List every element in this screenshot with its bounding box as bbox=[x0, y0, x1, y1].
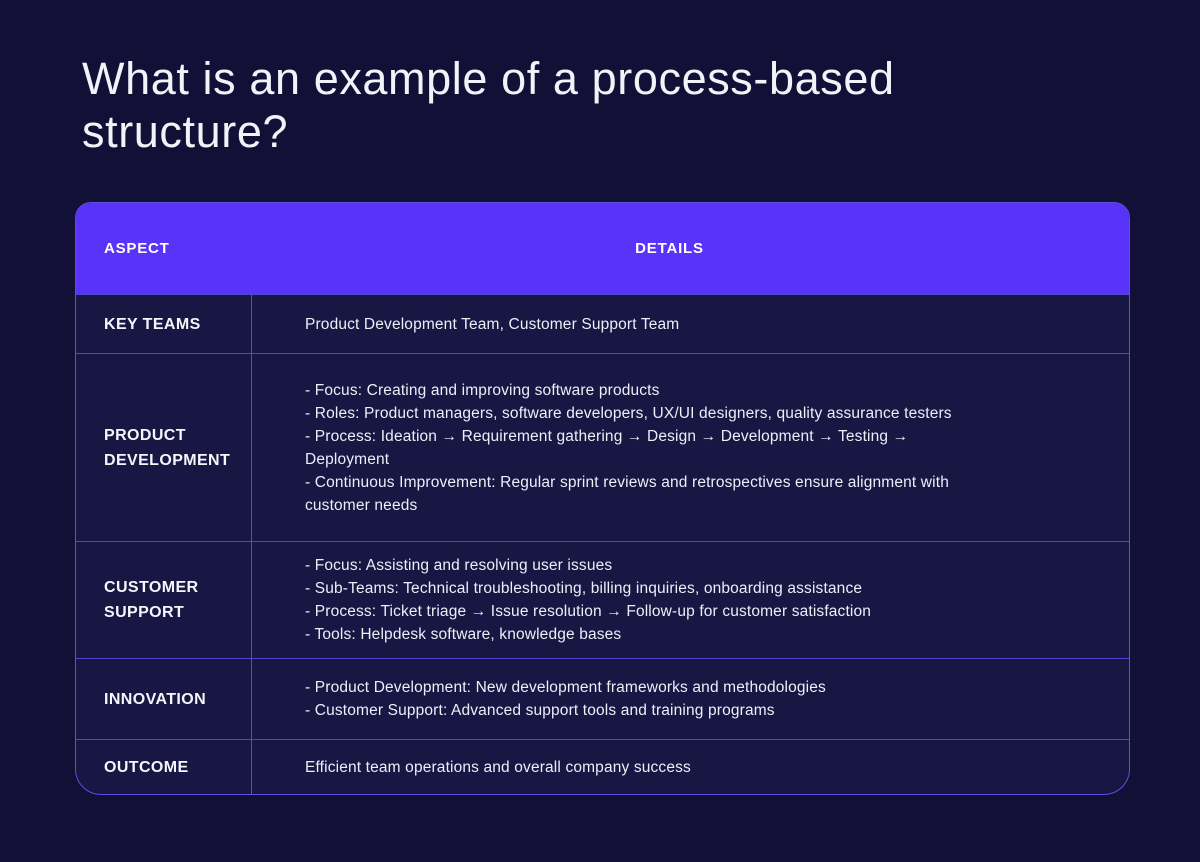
details-content: - Focus: Assisting and resolving user is… bbox=[305, 554, 871, 646]
detail-line: - Focus: Assisting and resolving user is… bbox=[305, 557, 613, 574]
detail-line: - Process: Ticket triage → Issue resolut… bbox=[305, 603, 872, 620]
aspect-cell: KEY TEAMS bbox=[76, 295, 252, 353]
page-title: What is an example of a process-based st… bbox=[82, 53, 895, 157]
aspect-cell: OUTCOME bbox=[76, 740, 252, 794]
details-cell: - Focus: Creating and improving software… bbox=[252, 354, 1129, 541]
header-aspect: ASPECT bbox=[104, 240, 170, 257]
aspect-cell: CUSTOMER SUPPORT bbox=[76, 542, 252, 658]
table-header: ASPECT DETAILS bbox=[76, 203, 1129, 294]
detail-line: - Tools: Helpdesk software, knowledge ba… bbox=[305, 626, 622, 643]
details-content: Product Development Team, Customer Suppo… bbox=[305, 313, 679, 336]
comparison-table: ASPECT DETAILS KEY TEAMS Product Develop… bbox=[75, 202, 1130, 795]
aspect-cell: INNOVATION bbox=[76, 659, 252, 739]
detail-line: - Process: Ideation → Requirement gather… bbox=[305, 427, 909, 468]
details-cell: Efficient team operations and overall co… bbox=[252, 740, 1129, 794]
table-body: KEY TEAMS Product Development Team, Cust… bbox=[76, 294, 1129, 794]
aspect-label: INNOVATION bbox=[104, 690, 207, 708]
details-cell: - Product Development: New development f… bbox=[252, 659, 1129, 739]
aspect-label: PRODUCT DEVELOPMENT bbox=[104, 426, 231, 469]
details-content: - Focus: Creating and improving software… bbox=[305, 379, 989, 517]
table-row: OUTCOME Efficient team operations and ov… bbox=[76, 739, 1129, 794]
detail-line: - Customer Support: Advanced support too… bbox=[305, 702, 775, 719]
detail-line: - Focus: Creating and improving software… bbox=[305, 381, 660, 399]
detail-line: - Sub-Teams: Technical troubleshooting, … bbox=[305, 580, 863, 597]
table-row: PRODUCT DEVELOPMENT - Focus: Creating an… bbox=[76, 353, 1129, 541]
detail-line: - Continuous Improvement: Regular sprint… bbox=[305, 473, 949, 514]
detail-line: Product Development Team, Customer Suppo… bbox=[305, 315, 680, 333]
details-content: - Product Development: New development f… bbox=[305, 676, 826, 722]
detail-line: - Product Development: New development f… bbox=[305, 679, 826, 696]
aspect-label: CUSTOMER SUPPORT bbox=[104, 579, 199, 621]
details-cell: - Focus: Assisting and resolving user is… bbox=[252, 542, 1129, 658]
detail-line: - Roles: Product managers, software deve… bbox=[305, 404, 952, 422]
details-content: Efficient team operations and overall co… bbox=[305, 756, 691, 779]
details-cell: Product Development Team, Customer Suppo… bbox=[252, 295, 1129, 353]
table-row: CUSTOMER SUPPORT - Focus: Assisting and … bbox=[76, 541, 1129, 658]
detail-line: Efficient team operations and overall co… bbox=[305, 758, 691, 776]
aspect-cell: PRODUCT DEVELOPMENT bbox=[76, 354, 252, 541]
aspect-label: OUTCOME bbox=[104, 758, 189, 776]
aspect-label: KEY TEAMS bbox=[104, 315, 201, 333]
table-row: INNOVATION - Product Development: New de… bbox=[76, 658, 1129, 739]
table-row: KEY TEAMS Product Development Team, Cust… bbox=[76, 294, 1129, 353]
header-details: DETAILS bbox=[635, 240, 704, 257]
